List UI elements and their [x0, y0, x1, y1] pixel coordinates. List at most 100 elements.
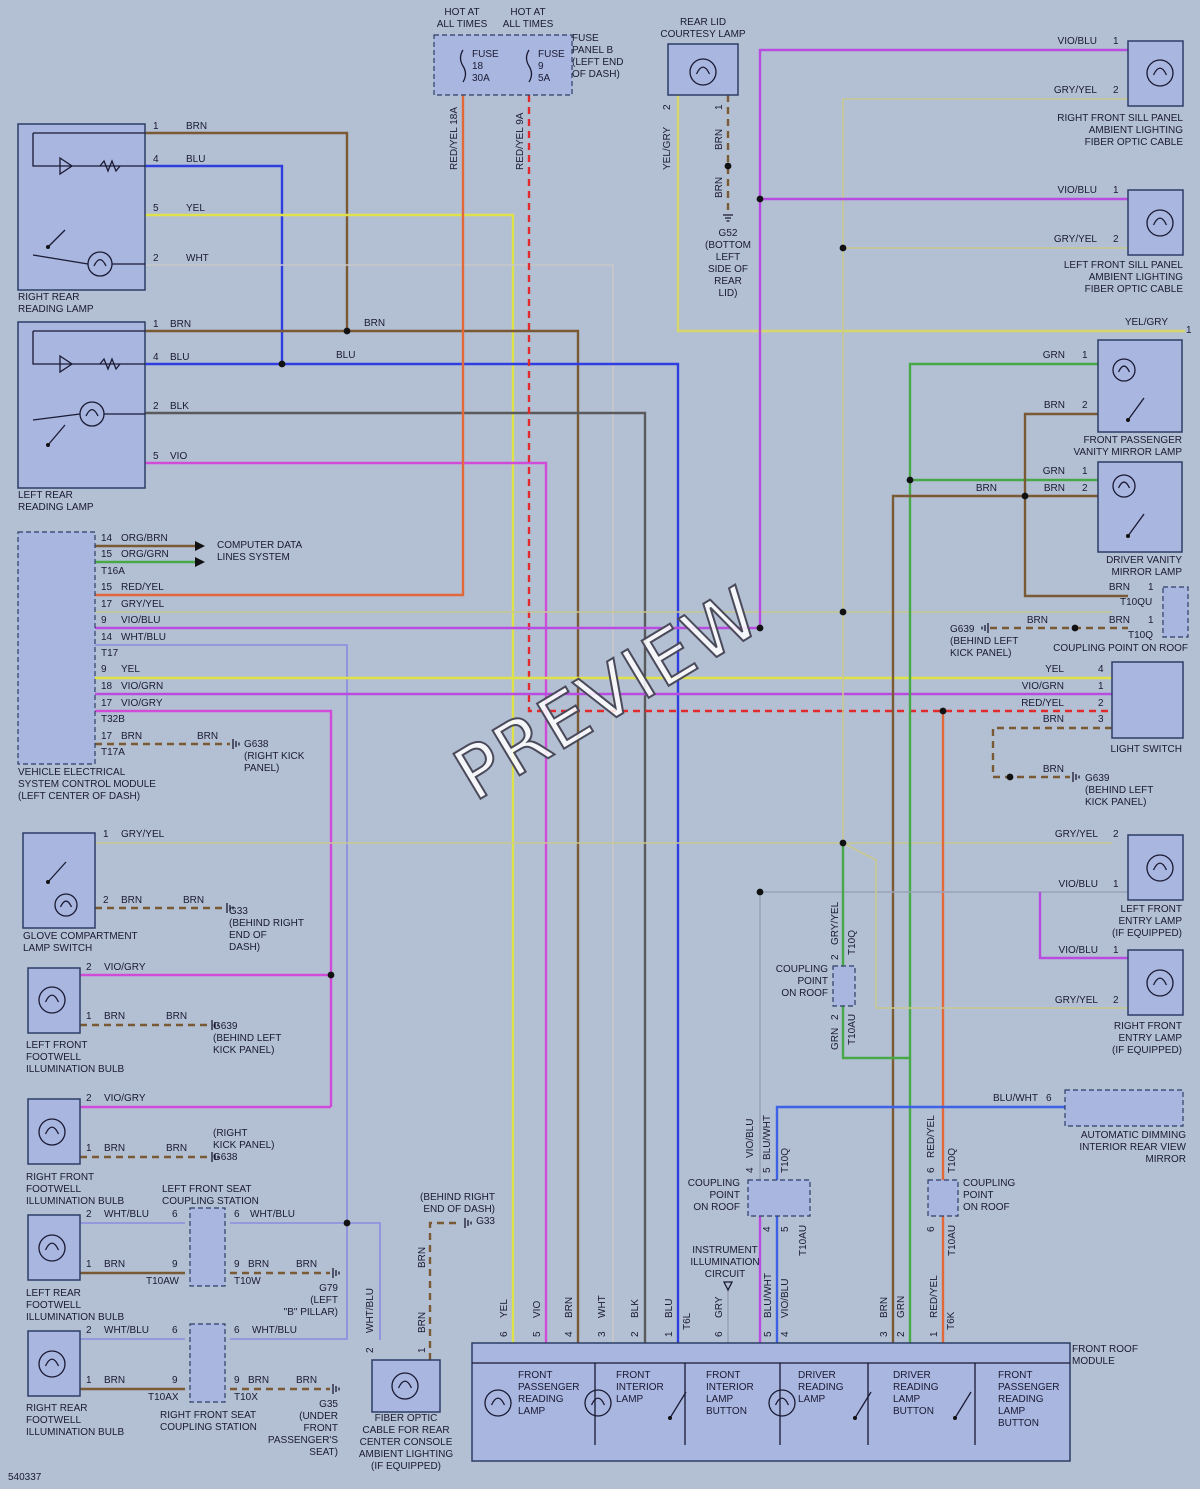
label: COURTESY LAMP: [660, 29, 746, 40]
label: HOT AT: [510, 7, 545, 18]
splice-dot: [1006, 773, 1014, 781]
label: LEFT FRONT SEAT: [162, 1184, 251, 1195]
label: 2: [830, 954, 841, 960]
label: LEFT FRONT SILL PANEL: [1064, 260, 1184, 271]
vesc-module: [17, 531, 96, 765]
left-rear-reading-lamp: [17, 321, 146, 489]
label: FOOTWELL: [26, 1300, 81, 1311]
lf-seat-coupling-station: [189, 1207, 226, 1287]
fuse-symbol: [459, 49, 467, 83]
bulb-filament: [1152, 67, 1168, 76]
label: READING LAMP: [18, 502, 94, 513]
label: BRN: [104, 1143, 125, 1154]
label: VIO/BLU: [1059, 945, 1098, 956]
splice-dot: [839, 244, 847, 252]
fp-vanity-mirror: [1097, 339, 1183, 433]
switch-symbol: [669, 1391, 687, 1419]
label: 2: [1113, 234, 1119, 245]
splice-dot: [756, 888, 764, 896]
label: BLU/WHT: [763, 1273, 774, 1318]
splice-dot: [343, 1219, 351, 1227]
splice-dot: [343, 327, 351, 335]
label: GRY/YEL: [1055, 995, 1099, 1006]
label: BLU: [336, 350, 355, 361]
label: BLU: [186, 154, 205, 165]
switch-symbol: [47, 424, 66, 446]
label: 1: [153, 319, 159, 330]
label: 2: [630, 1331, 641, 1337]
label: (IF EQUIPPED): [371, 1461, 441, 1472]
label: BRN: [1044, 400, 1065, 411]
label: 1: [1082, 466, 1088, 477]
bulb-symbol: [1146, 854, 1174, 882]
wire-vioblu-rfs: [758, 48, 1128, 628]
label: FRONT: [304, 1423, 338, 1434]
label: AMBIENT LIGHTING: [1089, 272, 1183, 283]
label: FRONT: [518, 1370, 552, 1381]
label: WHT/BLU: [365, 1288, 376, 1333]
label: (BEHIND RIGHT: [229, 918, 304, 929]
label: FOOTWELL: [26, 1415, 81, 1426]
label: RED/YEL: [1021, 698, 1064, 709]
label: KICK PANEL): [1085, 797, 1147, 808]
rf-entry-lamp: [1127, 949, 1184, 1016]
label: WHT/BLU: [121, 632, 166, 643]
label: MODULE: [1072, 1356, 1115, 1367]
bulb-symbol: [1112, 474, 1136, 498]
label: 3: [1098, 714, 1104, 725]
label: GRY/YEL: [1055, 829, 1099, 840]
label: (LEFT CENTER OF DASH): [18, 791, 140, 802]
lamp-wire: [32, 254, 145, 265]
label: FIBER OPTIC CABLE: [1085, 284, 1184, 295]
resistor-symbol: [99, 357, 121, 371]
label: RED/YEL 18A: [449, 107, 460, 170]
label: T10Q: [947, 1148, 958, 1173]
label: READING: [998, 1394, 1044, 1405]
label: 6: [926, 1167, 937, 1173]
label: ORG/BRN: [121, 533, 168, 544]
fuse-panel: [433, 34, 573, 96]
label: 1: [1082, 350, 1088, 361]
label: OF DASH): [572, 69, 620, 80]
switch-pivot: [46, 880, 50, 884]
right-rear-reading-lamp: [17, 123, 146, 291]
label: INSTRUMENT: [692, 1245, 758, 1256]
label: BRN: [1109, 615, 1130, 626]
label: RED/YEL: [121, 582, 164, 593]
light-switch: [1111, 661, 1184, 739]
label: AMBIENT LIGHTING: [1089, 125, 1183, 136]
label: 4: [153, 352, 159, 363]
label: PANEL): [244, 763, 279, 774]
wire-red-fuse18: [95, 95, 465, 597]
label: G638: [244, 739, 269, 750]
label: G33: [476, 1216, 495, 1227]
glove-switch: [22, 832, 96, 929]
label: T10AU: [947, 1225, 958, 1256]
label: T10AU: [798, 1225, 809, 1256]
bulb-filament: [44, 1126, 60, 1135]
label: FRONT: [998, 1370, 1032, 1381]
label: 4: [762, 1226, 773, 1232]
label: 1: [1098, 681, 1104, 692]
label: FIBER OPTIC: [375, 1413, 438, 1424]
label: GRY: [714, 1296, 725, 1318]
label: LEFT FRONT: [1121, 904, 1182, 915]
bulb-symbol: [1112, 358, 1136, 382]
label: WHT/BLU: [250, 1209, 295, 1220]
wire-red-fuse9: [527, 95, 1112, 713]
bulb-symbol: [54, 893, 78, 917]
label: VIO/BLU: [1058, 36, 1097, 47]
switch-symbol: [47, 861, 67, 883]
label: 2: [86, 962, 92, 973]
label: T10X: [234, 1392, 258, 1403]
label: BRN: [1043, 764, 1064, 775]
label: ALL TIMES: [503, 19, 554, 30]
label: ON ROOF: [693, 1202, 740, 1213]
roof-coupling: [1162, 586, 1189, 638]
label: 2: [86, 1093, 92, 1104]
label: READING: [798, 1382, 844, 1393]
label: 5: [532, 1331, 543, 1337]
label: 2: [103, 895, 109, 906]
label: VIO/GRY: [104, 1093, 146, 1104]
label: FRONT ROOF: [1072, 1344, 1138, 1355]
